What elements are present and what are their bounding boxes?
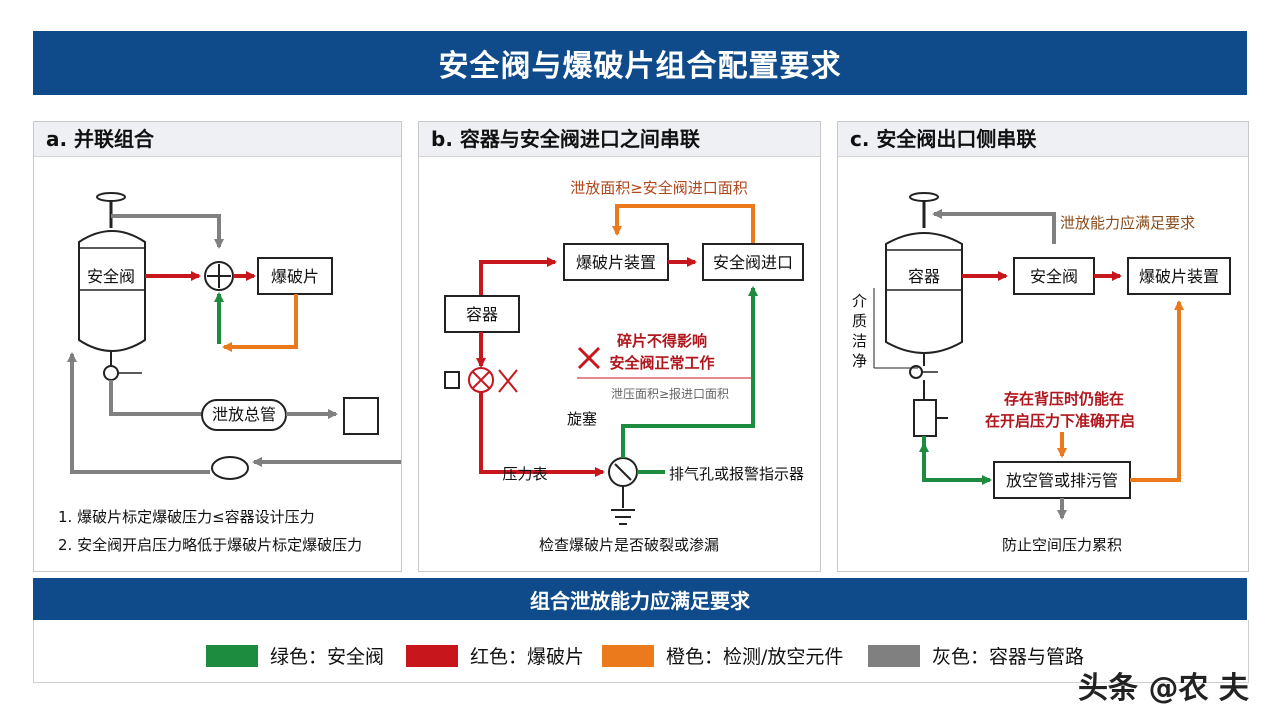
legend-label: 绿色：安全阀 — [270, 646, 385, 668]
disc-device-box — [1127, 257, 1231, 295]
valve-inlet-label: 安全阀进口 — [713, 253, 793, 272]
vent-pipe-label: 放空管或排污管 — [1006, 471, 1118, 490]
panel-series-outlet: c. 安全阀出口侧串联 泄放能力应满足要求 容器 安全阀 — [837, 121, 1249, 572]
vent-label: 排气孔或报警指示器 — [669, 465, 804, 483]
legend: 绿色：安全阀 红色：爆破片 橙色：检测/放空元件 灰色：容器与管路 — [33, 620, 1249, 683]
vent-pipe-box — [993, 461, 1131, 499]
prevent-label: 防止空间压力累积 — [1002, 536, 1122, 554]
panel-parallel: a. 并联组合 — [33, 121, 402, 572]
valve-label: 安全阀 — [1030, 267, 1078, 286]
legend-item-green: 绿色：安全阀 — [206, 642, 384, 669]
backpressure-line-1: 存在背压时仍能在 — [1004, 390, 1124, 408]
page-title: 安全阀与爆破片组合配置要求 — [33, 31, 1247, 95]
diagram-series-outlet: 泄放能力应满足要求 容器 安全阀 爆破片装置 介质洁净 放空管或排污管 存在背压… — [852, 192, 1231, 554]
capacity-label: 泄放能力应满足要求 — [1060, 214, 1195, 232]
plug-valve-icon — [444, 371, 460, 389]
legend-label: 灰色：容器与管路 — [932, 646, 1085, 668]
valve-box — [1013, 257, 1095, 295]
bottom-banner: 组合泄放能力应满足要求 — [33, 578, 1247, 620]
legend-item-red: 红色：爆破片 — [406, 642, 584, 669]
legend-label: 红色：爆破片 — [470, 646, 585, 668]
panel-b-heading: b. 容器与安全阀进口之间串联 — [419, 122, 820, 157]
vessel-box — [444, 295, 520, 333]
valve-inlet-box — [702, 243, 804, 281]
diagram-series-inlet: 泄放面积≥安全阀进口面积 爆破片装置 安全阀进口 容器 压力表 排气孔或报警指示… — [444, 179, 804, 554]
medium-label: 介质洁净 — [852, 292, 867, 370]
legend-item-orange: 橙色：检测/放空元件 — [602, 642, 843, 669]
disc-label: 爆破片 — [271, 267, 319, 286]
note-1: 1. 爆破片标定爆破压力≤容器设计压力 — [58, 508, 315, 526]
vessel-icon — [78, 192, 146, 381]
outlet-valve-icon — [913, 399, 937, 437]
area-rule: 泄放面积≥安全阀进口面积 — [570, 179, 748, 197]
legend-swatch — [602, 644, 654, 667]
outlet-box — [343, 397, 379, 435]
watermark: 头条 @农 夫 — [1078, 671, 1249, 706]
legend-item-gray: 灰色：容器与管路 — [868, 642, 1084, 669]
gauge-label: 压力表 — [502, 465, 547, 483]
warning-line-2: 安全阀正常工作 — [609, 354, 714, 372]
vessel-label: 容器 — [908, 267, 940, 286]
disc-box — [257, 257, 333, 295]
vessel-label: 容器 — [466, 305, 498, 324]
disc-device-label: 爆破片装置 — [1139, 267, 1219, 286]
warning-line-1: 碎片不得影响 — [617, 332, 707, 350]
pump-icon — [211, 456, 249, 480]
panel-a-heading: a. 并联组合 — [34, 122, 401, 157]
legend-swatch — [406, 644, 458, 667]
vessel-icon — [873, 192, 963, 379]
note-2: 2. 安全阀开启压力略低于爆破片标定爆破压力 — [58, 536, 362, 554]
check-label: 检查爆破片是否破裂或渗漏 — [539, 536, 719, 554]
disc-device-box — [563, 243, 669, 281]
disc-device-label: 爆破片装置 — [576, 253, 656, 272]
area-note: 泄压面积≥报进口面积 — [611, 386, 729, 401]
panel-series-inlet: b. 容器与安全阀进口之间串联 泄放面积≥安全阀进口面积 爆破片装置 安全阀进口… — [418, 121, 821, 572]
backpressure-line-2: 在开启压力下准确开启 — [985, 412, 1135, 430]
legend-swatch — [868, 644, 920, 667]
panel-c-heading: c. 安全阀出口侧串联 — [838, 122, 1248, 157]
plug-label: 旋塞 — [567, 410, 597, 428]
legend-label: 橙色：检测/放空元件 — [666, 646, 844, 668]
header-pipe-label: 泄放总管 — [212, 405, 276, 424]
diagram-parallel: 安全阀 爆破片 泄放总管 1. 爆破片标定爆破压力≤容器设计压力 2. 安全阀开… — [58, 192, 401, 554]
legend-swatch — [206, 644, 258, 667]
vessel-label: 安全阀 — [87, 267, 135, 286]
